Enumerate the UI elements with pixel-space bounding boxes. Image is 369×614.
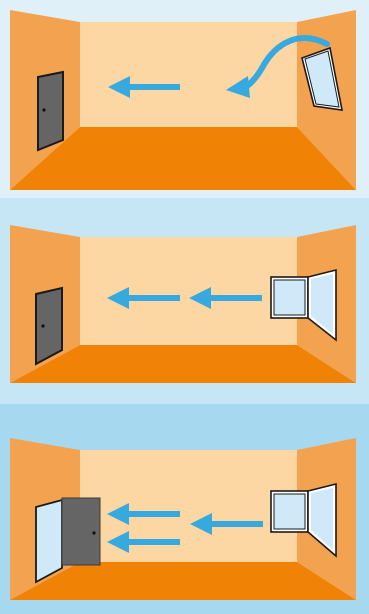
window-glass-icon <box>274 280 305 315</box>
panel-window-tilted <box>0 0 369 198</box>
door-icon <box>36 288 62 364</box>
airflow-arrow-shaft <box>128 84 180 90</box>
airflow-arrow-shaft <box>128 295 180 301</box>
doorway-opening-icon <box>36 500 62 582</box>
back-wall <box>80 237 297 345</box>
room-illustration <box>0 198 369 404</box>
back-wall <box>80 22 297 127</box>
room-illustration <box>0 404 369 614</box>
door-knob-icon <box>42 108 45 111</box>
room-illustration <box>0 0 369 198</box>
door-icon <box>38 72 63 150</box>
panel-cross-ventilation <box>0 404 369 614</box>
airflow-arrow-shaft <box>128 511 180 517</box>
window-glass-icon <box>274 494 305 529</box>
door-knob-icon <box>92 531 95 534</box>
door-knob-icon <box>41 324 44 327</box>
panel-window-open <box>0 198 369 404</box>
airflow-arrow-shaft <box>210 295 262 301</box>
airflow-arrow-shaft <box>211 521 263 527</box>
back-wall <box>80 450 297 562</box>
airflow-arrow-shaft <box>128 539 180 545</box>
